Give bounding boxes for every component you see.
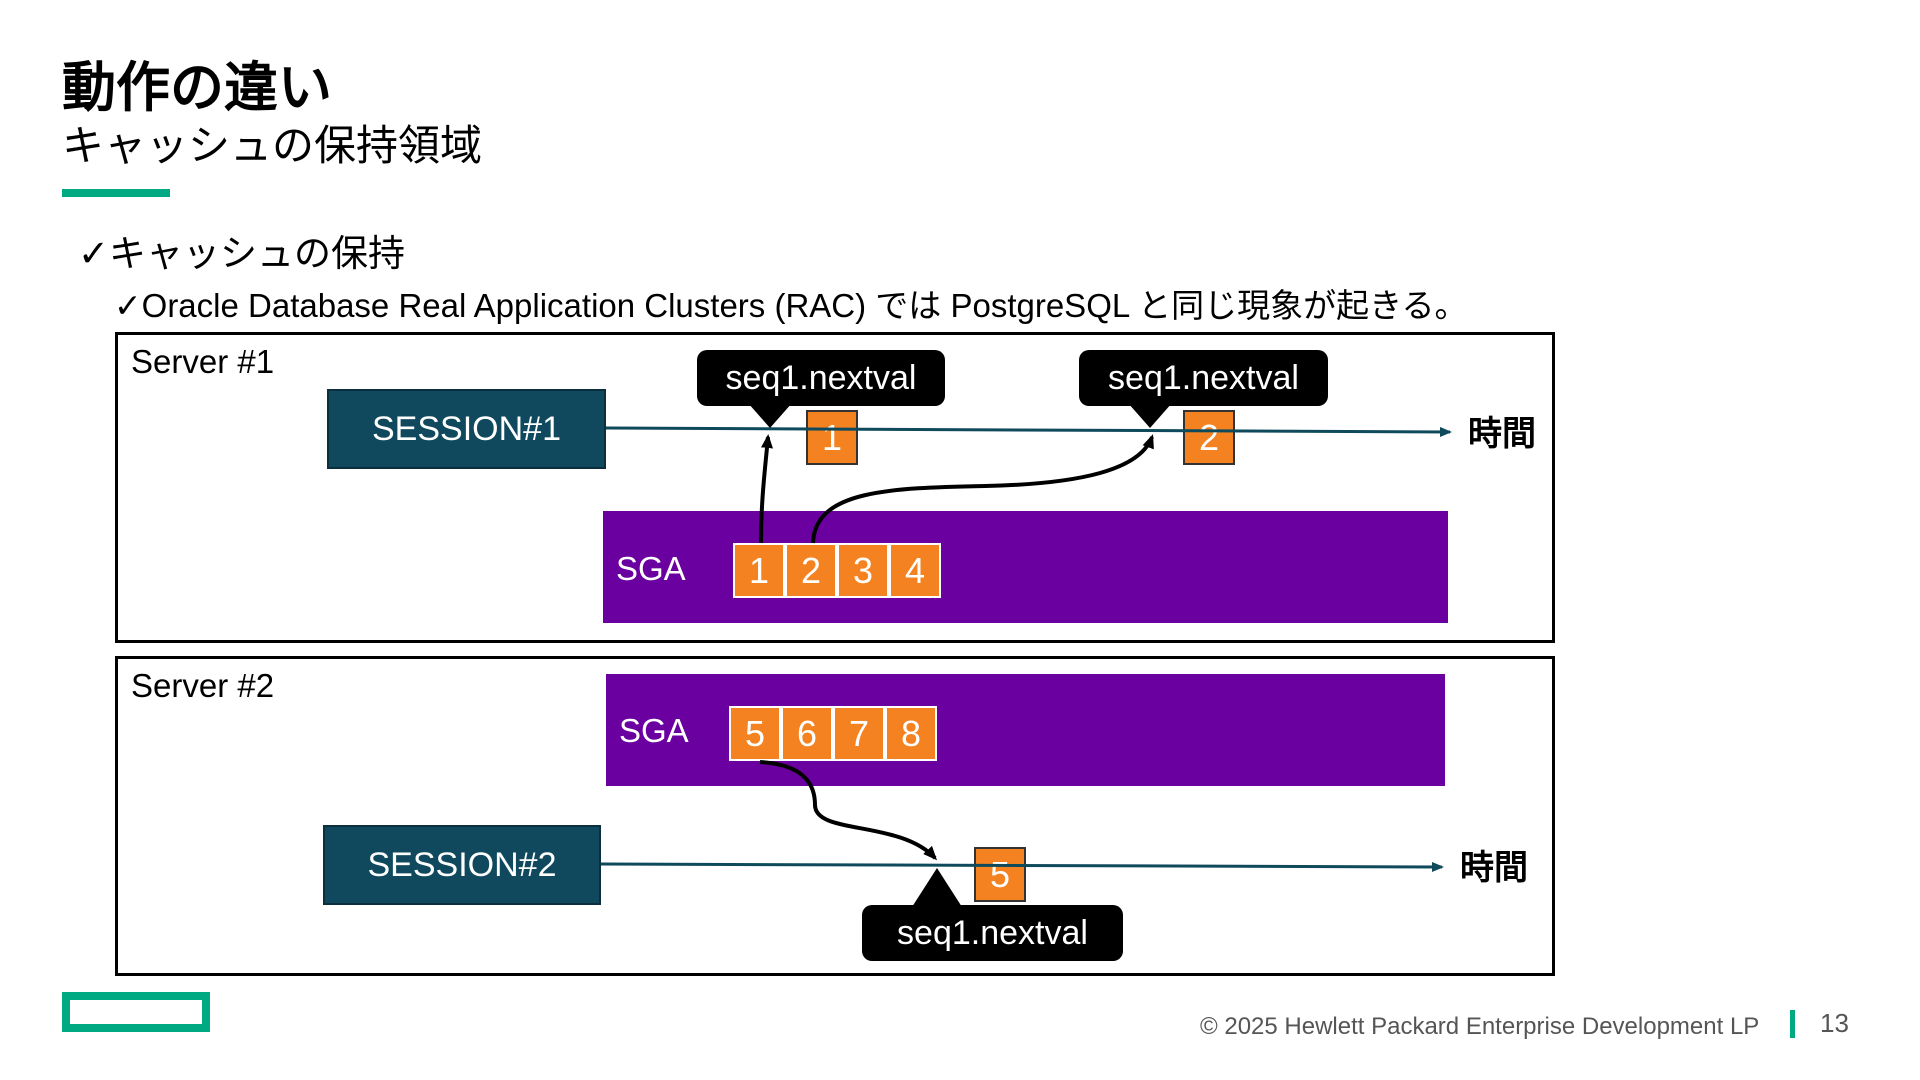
sga2-cache-cell: 6	[781, 706, 833, 761]
sga1-label: SGA	[616, 550, 686, 587]
bullet-rac-note: ✓Oracle Database Real Application Cluste…	[114, 287, 1468, 324]
footer-divider	[1790, 1010, 1795, 1038]
sga1-cache: 1 2 3 4	[733, 543, 941, 598]
session2-timeline	[600, 861, 1444, 872]
session1-timeline	[605, 426, 1452, 437]
accent-underline	[62, 189, 170, 197]
page-number: 13	[1820, 1008, 1849, 1038]
callout-pointer	[1128, 403, 1172, 428]
session1-value-2: 2	[1183, 410, 1235, 465]
slide-subtitle: キャッシュの保持領域	[62, 121, 483, 170]
fetch-arrow-1	[759, 434, 773, 544]
sga2-cache: 5 6 7 8	[729, 706, 937, 761]
callout-seq1-nextval: seq1.nextval	[697, 350, 945, 406]
sga1-cache-cell: 4	[889, 543, 941, 598]
callout-seq1-nextval: seq1.nextval	[1079, 350, 1328, 406]
sga1-cache-cell: 2	[785, 543, 837, 598]
callout-pointer	[912, 868, 962, 907]
time-axis-label: 時間	[1460, 848, 1528, 888]
bullet-cache-retention: ✓キャッシュの保持	[78, 232, 406, 275]
sga1-cache-cell: 3	[837, 543, 889, 598]
session2-value-5: 5	[974, 847, 1026, 902]
session2-box: SESSION#2	[323, 825, 601, 905]
time-axis-label: 時間	[1468, 414, 1536, 454]
sga2-cache-cell: 5	[729, 706, 781, 761]
copyright: © 2025 Hewlett Packard Enterprise Develo…	[1200, 1013, 1760, 1040]
session1-box: SESSION#1	[327, 389, 606, 469]
sga2-cache-cell: 7	[833, 706, 885, 761]
slide-title: 動作の違い	[62, 56, 332, 119]
session1-value-1: 1	[806, 410, 858, 465]
fetch-arrow-2	[811, 434, 1154, 544]
hpe-logo	[62, 992, 210, 1032]
sga2-cache-cell: 8	[885, 706, 937, 761]
server2-label: Server #2	[131, 667, 275, 704]
callout-pointer	[748, 403, 792, 428]
sga2-label: SGA	[619, 712, 689, 749]
fetch-arrow-3	[759, 760, 938, 861]
callout-seq1-nextval: seq1.nextval	[862, 905, 1123, 961]
server1-label: Server #1	[131, 343, 275, 380]
sga1-cache-cell: 1	[733, 543, 785, 598]
